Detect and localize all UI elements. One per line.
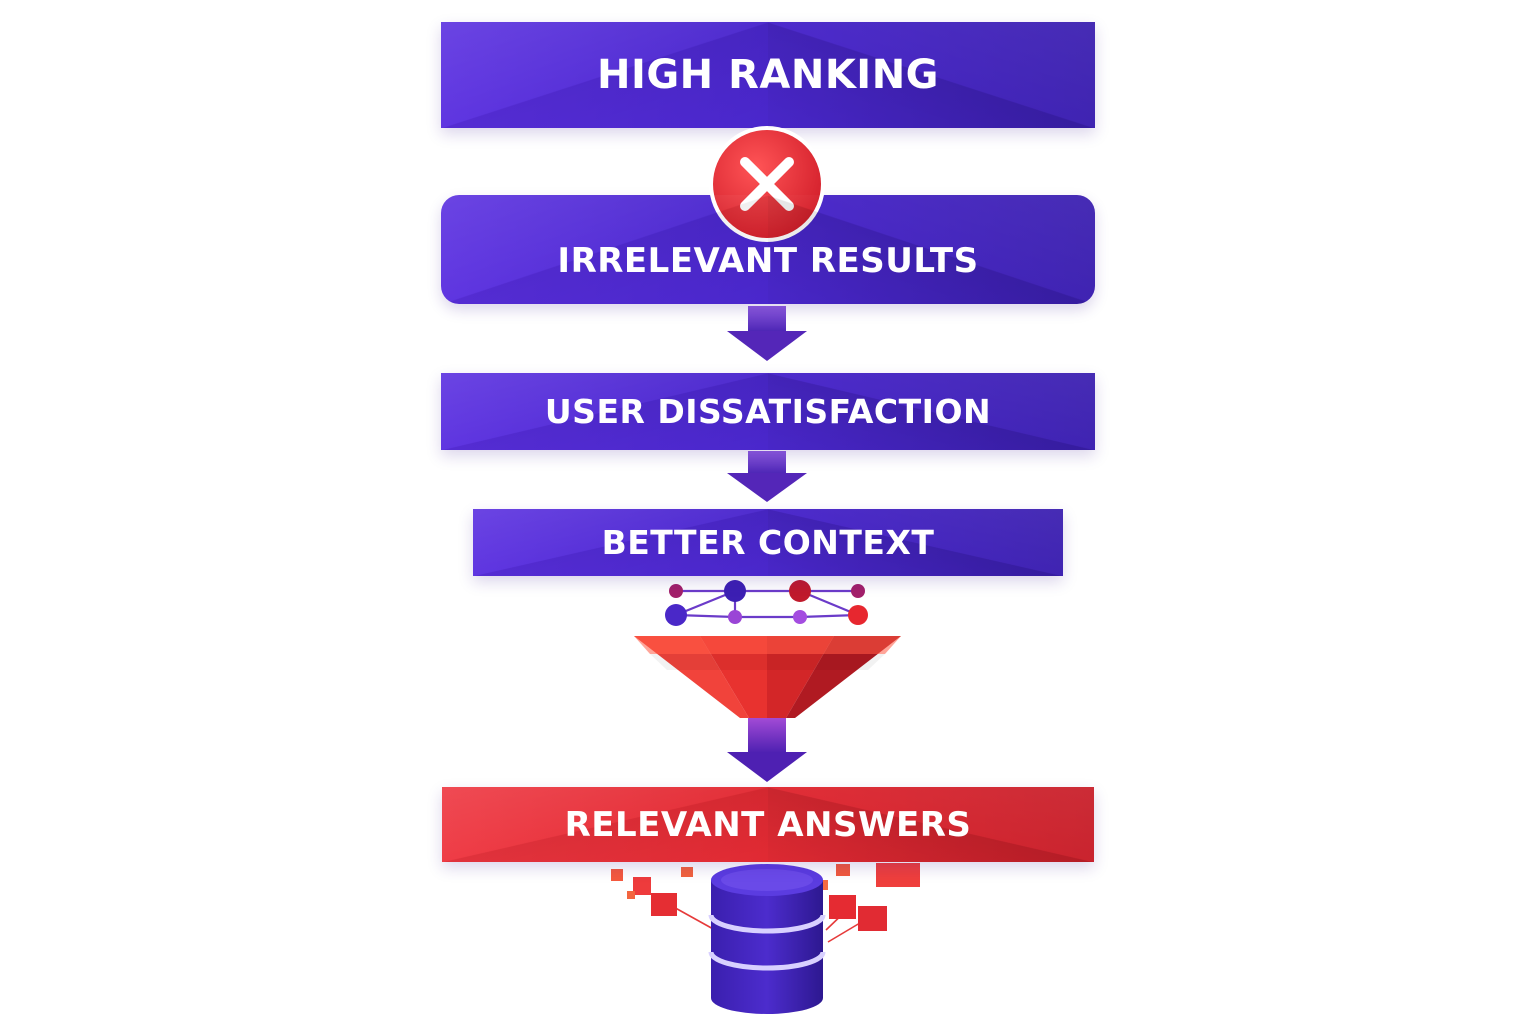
step-relevant-answers: RELEVANT ANSWERS [442,787,1094,862]
funnel-icon [634,636,901,718]
arrow-down-icon [727,451,807,502]
step-user-dissatisfaction: USER DISSATISFACTION [441,373,1095,450]
step-better-context: BETTER CONTEXT [473,509,1063,576]
arrow-down-icon [727,718,807,782]
step-high-ranking: HIGH RANKING [441,22,1095,128]
step-irrelevant-results: IRRELEVANT RESULTS [441,195,1095,304]
step-label: RELEVANT ANSWERS [564,804,972,845]
step-label: IRRELEVANT RESULTS [557,240,979,281]
arrow-down-icon [727,306,807,361]
database-icon [708,864,826,1014]
step-label: HIGH RANKING [596,52,939,98]
step-label: BETTER CONTEXT [601,523,935,562]
network-graph-icon [665,580,868,626]
step-label: USER DISSATISFACTION [544,392,992,431]
